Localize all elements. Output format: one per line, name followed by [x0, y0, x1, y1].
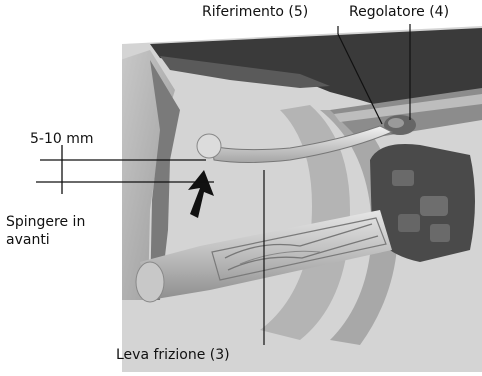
- label-regolatore: Regolatore (4): [349, 4, 449, 21]
- label-riferimento: Riferimento (5): [202, 4, 308, 21]
- label-push-line2: avanti: [6, 232, 50, 249]
- label-lever: Leva frizione (3): [116, 347, 230, 364]
- label-gap: 5-10 mm: [30, 131, 94, 148]
- photo-area: [120, 20, 482, 372]
- label-push-line1: Spingere in: [6, 214, 85, 231]
